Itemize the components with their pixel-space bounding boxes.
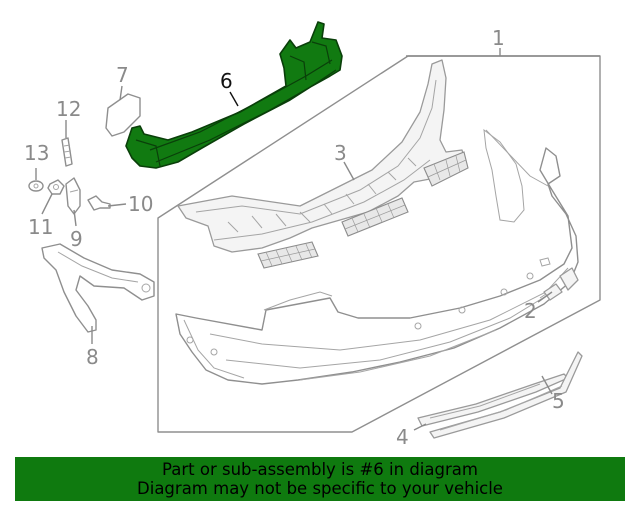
part-6-reinforcement-beam[interactable] xyxy=(125,21,343,169)
part-10-bolt[interactable] xyxy=(87,195,111,211)
callout-9: 9 xyxy=(70,227,83,251)
part-2-sensor-clip[interactable] xyxy=(539,283,563,301)
callout-7: 7 xyxy=(116,63,129,87)
banner-line-2: Diagram may not be specific to your vehi… xyxy=(137,479,503,498)
callout-12: 12 xyxy=(56,97,81,121)
part-11-nut[interactable] xyxy=(47,179,65,195)
part-13-retainer[interactable] xyxy=(28,180,44,192)
callout-11: 11 xyxy=(28,215,53,239)
callout-1: 1 xyxy=(492,26,505,50)
callout-6: 6 xyxy=(220,69,233,93)
part-1-bumper-cover[interactable] xyxy=(175,128,579,385)
callout-8: 8 xyxy=(86,345,99,369)
callout-13: 13 xyxy=(24,141,49,165)
part-8-side-bracket[interactable] xyxy=(41,243,155,333)
callout-10: 10 xyxy=(128,192,153,216)
callout-2: 2 xyxy=(524,299,537,323)
callout-5: 5 xyxy=(552,389,565,413)
part-5-trim-strip[interactable] xyxy=(429,351,583,439)
leader-lines xyxy=(35,48,600,431)
part-3-absorber-carrier[interactable] xyxy=(177,59,469,269)
info-banner: Part or sub-assembly is #6 in diagram Di… xyxy=(15,457,625,501)
banner-line-1: Part or sub-assembly is #6 in diagram xyxy=(162,460,478,479)
callout-4: 4 xyxy=(396,425,409,449)
parts-diagram: 1 2 3 4 5 6 7 8 9 10 11 12 13 xyxy=(24,21,601,449)
callout-3: 3 xyxy=(334,141,347,165)
part-12-stud[interactable] xyxy=(61,137,73,167)
part-7-cover-cap[interactable] xyxy=(105,93,141,137)
part-9-bracket-clip[interactable] xyxy=(65,177,81,215)
